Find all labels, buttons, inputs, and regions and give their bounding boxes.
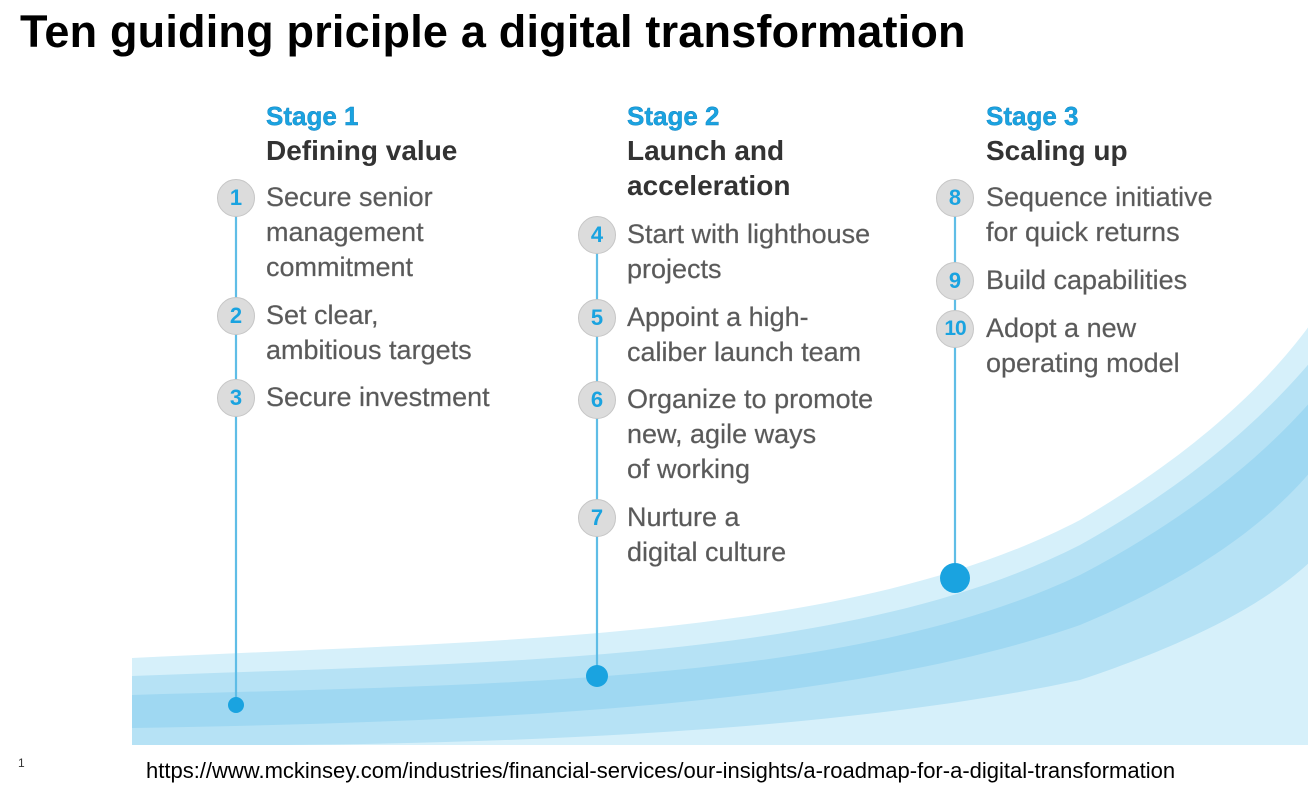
step-3-text: Secure investment [266,382,490,412]
step-3-number: 3 [217,379,255,417]
stage-2-header: Stage 2 Launch and acceleration [627,100,791,203]
step-8-text: Sequence initiative for quick returns [986,182,1213,247]
step-5-text: Appoint a high- caliber launch team [627,302,862,367]
step-10-number: 10 [936,310,974,348]
stage-1-header: Stage 1 Defining value [266,100,458,168]
stage-2-name: Launch and acceleration [627,135,791,201]
page-title: Ten guiding priciple a digital transform… [20,6,966,57]
step-5-number: 5 [578,299,616,337]
curve-band-mid [132,364,1308,745]
stage-2-label: Stage 2 [627,101,720,131]
step-4-number: 4 [578,216,616,254]
step-8-number: 8 [936,179,974,217]
stage-1-label: Stage 1 [266,101,359,131]
step-9-number: 9 [936,262,974,300]
curve-band-inner [132,404,1308,728]
source-link[interactable]: https://www.mckinsey.com/industries/fina… [146,758,1176,783]
step-2-text: Set clear, ambitious targets [266,300,472,365]
step-2-number: 2 [217,297,255,335]
stage-3-milestone-dot [940,563,970,593]
step-6-text: Organize to promote new, agile ways of w… [627,384,874,484]
step-9-text: Build capabilities [986,265,1188,295]
step-1-number: 1 [217,179,255,217]
slide-number: 1 [18,756,25,770]
step-4-text: Start with lighthouse projects [627,219,871,284]
step-7-number: 7 [578,499,616,537]
step-1-text: Secure senior management commitment [266,182,433,282]
step-6-number: 6 [578,381,616,419]
step-7-text: Nurture a digital culture [627,502,787,567]
stage-3-label: Stage 3 [986,101,1079,131]
stage-1-name: Defining value [266,135,458,166]
stage-3-header: Stage 3 Scaling up [986,100,1128,168]
step-10-text: Adopt a new operating model [986,313,1180,378]
stage-3-name: Scaling up [986,135,1128,166]
stage-1-milestone-dot [228,697,244,713]
stage-2-milestone-dot [586,665,608,687]
